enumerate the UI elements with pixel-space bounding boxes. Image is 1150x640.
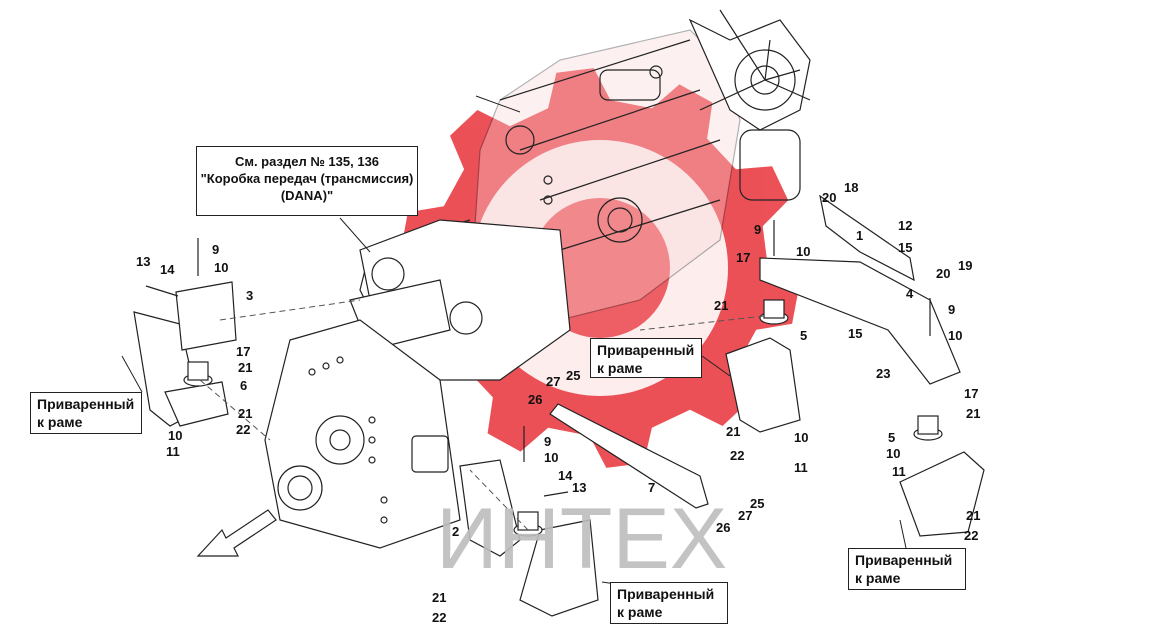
direction-arrow (196, 509, 277, 557)
part-number-7: 7 (648, 480, 655, 495)
part-number-6: 6 (240, 378, 247, 393)
right-mount-arm (725, 194, 961, 433)
part-number-20: 20 (822, 190, 836, 205)
part-number-9: 9 (212, 242, 219, 257)
welded-right-line-1: Приваренный (855, 552, 953, 568)
part-number-17: 17 (964, 386, 978, 401)
note-line-1: См. раздел № 135, 136 (234, 154, 380, 169)
part-number-3: 3 (246, 288, 253, 303)
part-number-22: 22 (432, 610, 446, 625)
part-number-15: 15 (898, 240, 912, 255)
part-number-21: 21 (238, 406, 252, 421)
part-number-2: 2 (452, 524, 459, 539)
part-number-21: 21 (238, 360, 252, 375)
part-number-25: 25 (750, 496, 764, 511)
part-number-21: 21 (432, 590, 446, 605)
right-bottom-bracket (899, 415, 985, 537)
part-number-27: 27 (546, 374, 560, 389)
part-number-22: 22 (730, 448, 744, 463)
welded-label-center: Приваренный к раме (590, 338, 702, 378)
note-line-3: (DANA)" (280, 188, 334, 203)
cross-rod (523, 403, 709, 509)
part-number-10: 10 (168, 428, 182, 443)
part-number-14: 14 (160, 262, 175, 277)
part-number-23: 23 (876, 366, 890, 381)
part-number-10: 10 (886, 446, 900, 461)
welded-right-line-2: к раме (855, 570, 901, 586)
part-number-22: 22 (964, 528, 978, 543)
part-number-14: 14 (558, 468, 573, 483)
welded-bottom-line-2: к раме (617, 604, 663, 620)
part-number-21: 21 (966, 406, 980, 421)
part-number-17: 17 (736, 250, 750, 265)
welded-label-left: Приваренный к раме (30, 392, 142, 434)
welded-left-line-2: к раме (37, 414, 83, 430)
welded-left-line-1: Приваренный (37, 396, 135, 412)
welded-bottom-line-1: Приваренный (617, 586, 715, 602)
part-number-18: 18 (844, 180, 858, 195)
part-number-10: 10 (948, 328, 962, 343)
part-number-11: 11 (892, 464, 906, 479)
part-number-20: 20 (936, 266, 950, 281)
part-number-17: 17 (236, 344, 250, 359)
part-number-5: 5 (888, 430, 895, 445)
part-number-21: 21 (714, 298, 728, 313)
part-number-5: 5 (800, 328, 807, 343)
part-number-1: 1 (856, 228, 863, 243)
note-line-2: "Коробка передач (трансмиссия) (200, 171, 414, 186)
part-number-13: 13 (572, 480, 586, 495)
part-number-11: 11 (166, 444, 180, 459)
part-callouts: 9101314317216212210112018112152019910172… (136, 180, 980, 625)
part-number-9: 9 (544, 434, 551, 449)
left-mount-bracket (133, 238, 237, 427)
note-box: См. раздел № 135, 136 "Коробка передач (… (196, 146, 418, 216)
part-number-26: 26 (716, 520, 730, 535)
part-number-21: 21 (726, 424, 740, 439)
part-number-10: 10 (544, 450, 558, 465)
part-number-27: 27 (738, 508, 752, 523)
part-number-26: 26 (528, 392, 542, 407)
welded-center-line-1: Приваренный (597, 342, 695, 358)
welded-label-bottom: Приваренный к раме (610, 582, 728, 624)
part-number-15: 15 (848, 326, 862, 341)
part-number-10: 10 (796, 244, 810, 259)
part-number-10: 10 (214, 260, 228, 275)
part-number-4: 4 (906, 286, 914, 301)
part-number-12: 12 (898, 218, 912, 233)
part-number-19: 19 (958, 258, 972, 273)
part-number-9: 9 (948, 302, 955, 317)
bottom-mount-bracket (459, 459, 599, 617)
part-number-13: 13 (136, 254, 150, 269)
part-number-10: 10 (794, 430, 808, 445)
welded-center-line-2: к раме (597, 360, 643, 376)
part-number-22: 22 (236, 422, 250, 437)
welded-label-right: Приваренный к раме (848, 548, 966, 590)
part-number-21: 21 (966, 508, 980, 523)
watermark-text: ИНТЕХ (436, 491, 727, 587)
part-number-11: 11 (794, 460, 808, 475)
transmission (264, 219, 571, 549)
part-number-25: 25 (566, 368, 580, 383)
assembly-lines (199, 299, 765, 531)
part-number-9: 9 (754, 222, 761, 237)
